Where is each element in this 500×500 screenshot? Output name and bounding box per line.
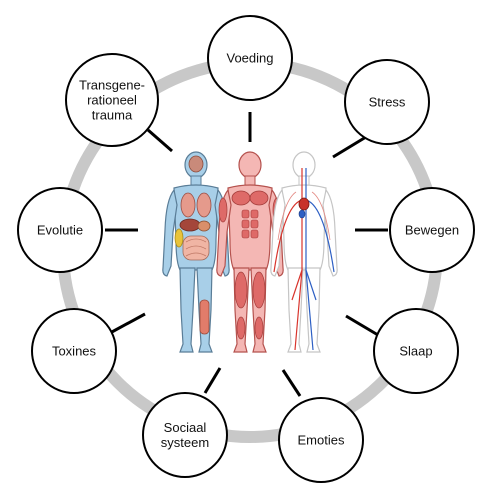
right-lung [196,192,212,218]
node-slaap: Slaap [373,308,459,394]
liver [179,218,201,232]
left-arm [270,188,286,277]
node-label: systeem [161,435,209,450]
node-circle [142,392,228,478]
abdominal-left [241,219,250,229]
stomach [197,220,211,232]
connector-slaap [345,314,379,337]
circulatory-system-figure [270,151,338,353]
connector-stress [332,135,367,159]
right-quadriceps [252,271,266,309]
left-leg [287,267,304,353]
connector-transgenerationeel-trauma [147,128,173,153]
node-label: Emoties [298,433,345,448]
left-biceps [218,197,228,223]
node-circle [65,53,159,147]
colon-segment [174,228,184,248]
abdominal-right [250,209,259,219]
left-quadriceps [234,271,248,309]
abdominal-right [250,229,259,239]
vena-cava [298,209,306,219]
node-stress: Stress [344,59,430,145]
node-circle [207,15,293,101]
intestines [182,235,210,261]
node-label: Transgene- [79,78,145,93]
anatomy-figures [162,151,338,353]
right-calf [254,316,264,340]
connector-sociaal-systeem [203,367,222,394]
node-circle [278,397,364,483]
abdominal-right [250,219,259,229]
node-label: Slaap [399,344,432,359]
node-circle [17,187,103,273]
head [292,151,316,179]
abdominal-left [241,229,250,239]
left-pectoral [231,190,251,206]
left-lung [180,192,196,218]
node-bewegen: Bewegen [389,187,475,273]
brain [188,155,204,173]
node-emoties: Emoties [278,397,364,483]
node-voeding: Voeding [207,15,293,101]
intestine-folds [185,238,207,257]
neck [190,175,202,186]
node-label: trauma [92,108,133,123]
abdominal-left [241,209,250,219]
node-circle [344,59,430,145]
node-label: Stress [369,95,406,110]
left-calf [236,316,246,340]
capillaries [277,191,331,241]
connector-toxines [109,312,146,335]
node-circle [31,308,117,394]
heart [298,197,310,211]
node-evolutie: Evolutie [17,187,103,273]
head [238,151,262,179]
node-circle [373,308,459,394]
node-label: Sociaal [164,420,207,435]
node-circle [389,187,475,273]
left-leg [179,267,196,353]
node-label: Voeding [227,51,274,66]
left-arm [162,188,178,277]
neck [298,175,310,186]
connector-emoties [281,369,302,397]
leg-muscle [199,299,210,335]
node-label: Evolutie [37,223,83,238]
node-label: Bewegen [405,223,459,238]
right-arm [322,188,338,277]
node-label: Toxines [52,344,97,359]
right-leg [304,267,321,353]
torso [227,184,273,271]
node-toxines: Toxines [31,308,117,394]
connectors [105,112,388,397]
right-pectoral [249,190,269,206]
node-label: rationeel [87,93,137,108]
organ-system-figure [162,151,230,353]
neck [244,175,256,186]
